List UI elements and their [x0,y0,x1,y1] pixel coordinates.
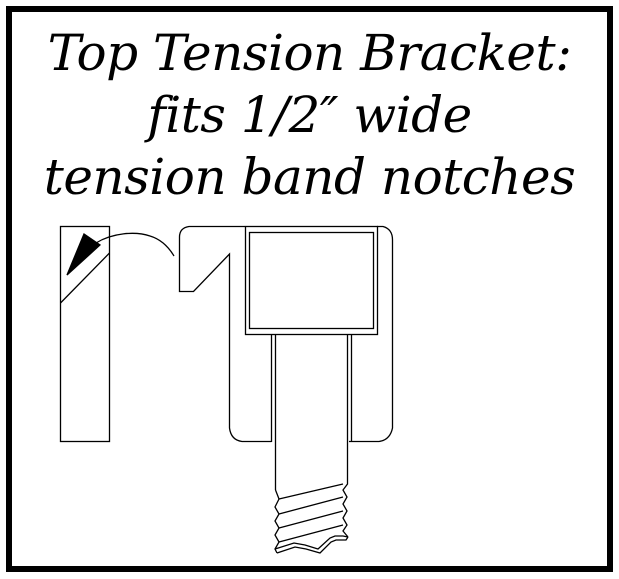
title-line-2: fits 1/2″ wide [147,86,472,144]
threaded-shaft [270,334,353,554]
tension-band-bar [59,225,111,443]
title-line-1: Top Tension Bracket: [47,24,572,82]
arrowhead-icon [66,233,102,276]
carriage-bolt-head [244,225,379,336]
top-tension-bracket [178,225,394,443]
diagram-frame [6,6,613,572]
diagram-title: Top Tension Bracket: fits 1/2″ wide tens… [0,22,619,208]
direction-arrow [66,232,175,276]
title-line-3: tension band notches [43,148,576,206]
